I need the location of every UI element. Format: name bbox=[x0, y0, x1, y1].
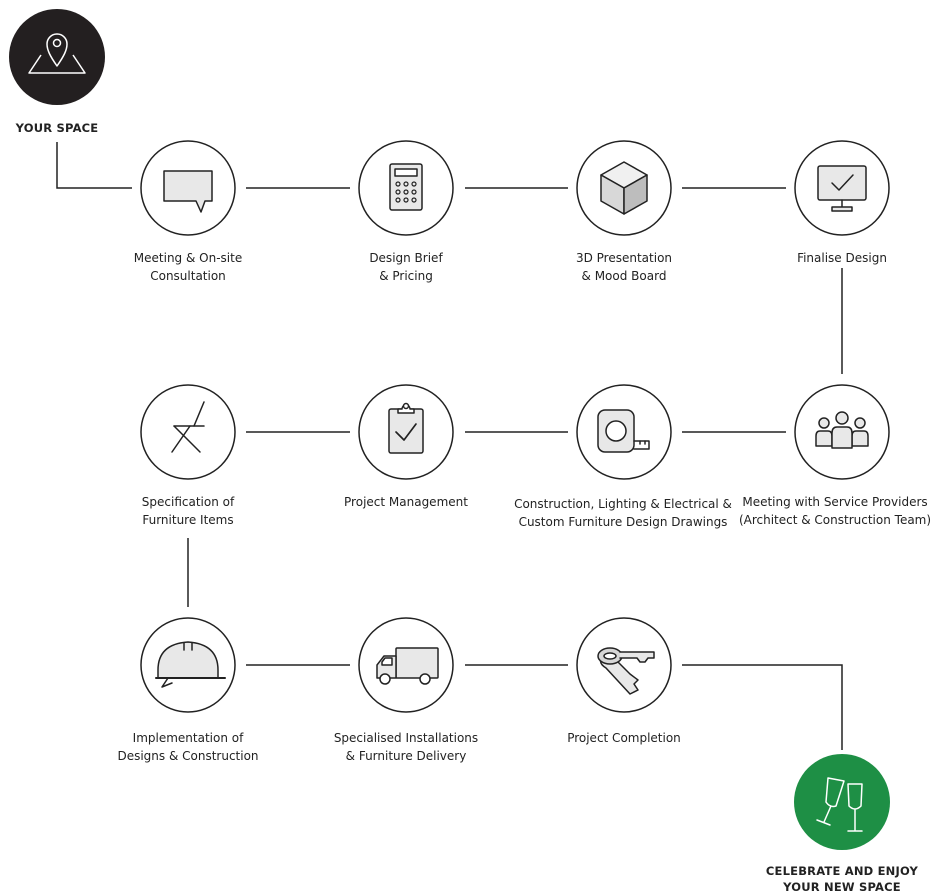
start-label: YOUR SPACE bbox=[15, 121, 99, 135]
champagne-glasses-icon bbox=[816, 777, 863, 832]
step-11-label: Project Completion bbox=[567, 731, 681, 745]
tape-measure-icon bbox=[597, 409, 650, 453]
step-7-label: Project Management bbox=[344, 495, 468, 509]
keys-icon bbox=[597, 647, 655, 695]
clipboard-check-icon bbox=[388, 402, 424, 454]
location-pin-icon bbox=[28, 33, 86, 74]
delivery-truck-icon bbox=[376, 647, 439, 685]
cube-icon bbox=[600, 161, 648, 215]
step-2-label: Design Brief& Pricing bbox=[369, 251, 443, 283]
connector-end bbox=[682, 664, 843, 750]
calculator-icon bbox=[389, 163, 423, 211]
monitor-check-icon bbox=[817, 165, 867, 212]
connector-start bbox=[56, 142, 132, 189]
step-8-circle bbox=[140, 384, 236, 480]
step-4-label: Finalise Design bbox=[797, 251, 887, 265]
speech-bubble-icon bbox=[163, 170, 213, 213]
end-node bbox=[794, 754, 890, 850]
step-6-label: Construction, Lighting & Electrical &Cus… bbox=[514, 497, 732, 529]
start-node bbox=[9, 9, 105, 105]
team-icon bbox=[815, 411, 869, 449]
step-5-label: Meeting with Service Providers(Architect… bbox=[738, 495, 932, 527]
step-10-label: Specialised Installations& Furniture Del… bbox=[333, 731, 479, 763]
step-3-label: 3D Presentation& Mood Board bbox=[575, 251, 673, 283]
hard-hat-icon bbox=[155, 641, 226, 688]
step-11-circle bbox=[576, 617, 672, 713]
chair-icon bbox=[171, 401, 205, 453]
